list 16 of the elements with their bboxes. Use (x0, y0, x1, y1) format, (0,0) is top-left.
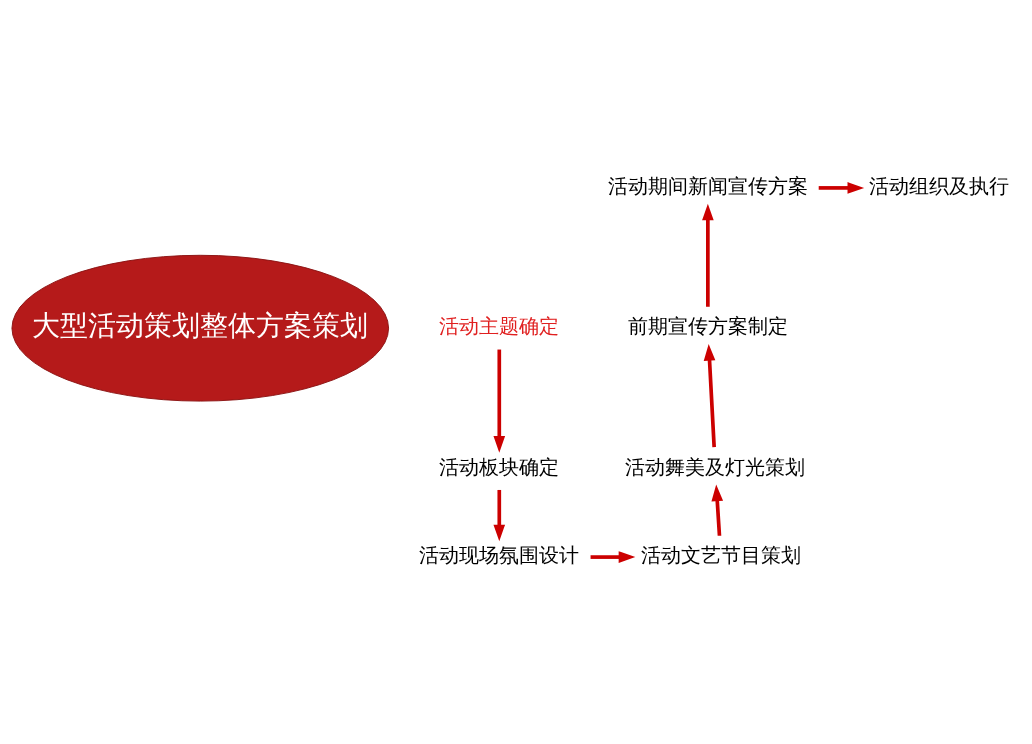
arrow (702, 203, 714, 307)
arrow (703, 343, 716, 447)
node-ellipse: 大型活动策划整体方案策划 (11, 254, 390, 402)
node-text: 活动组织及执行 (869, 173, 1010, 198)
node-text: 活动舞美及灯光策划 (625, 454, 806, 479)
arrow (493, 489, 506, 541)
arrow (590, 550, 636, 563)
node-text: 活动现场氛围设计 (419, 542, 580, 567)
arrow (493, 349, 506, 453)
arrow (818, 181, 865, 194)
node-text: 活动板块确定 (439, 454, 560, 479)
arrow (711, 483, 724, 536)
node-text: 活动文艺节目策划 (640, 542, 801, 567)
node-text: 活动主题确定 (439, 313, 560, 338)
node-text: 前期宣传方案制定 (627, 313, 788, 338)
node-text: 活动期间新闻宣传方案 (607, 173, 808, 198)
